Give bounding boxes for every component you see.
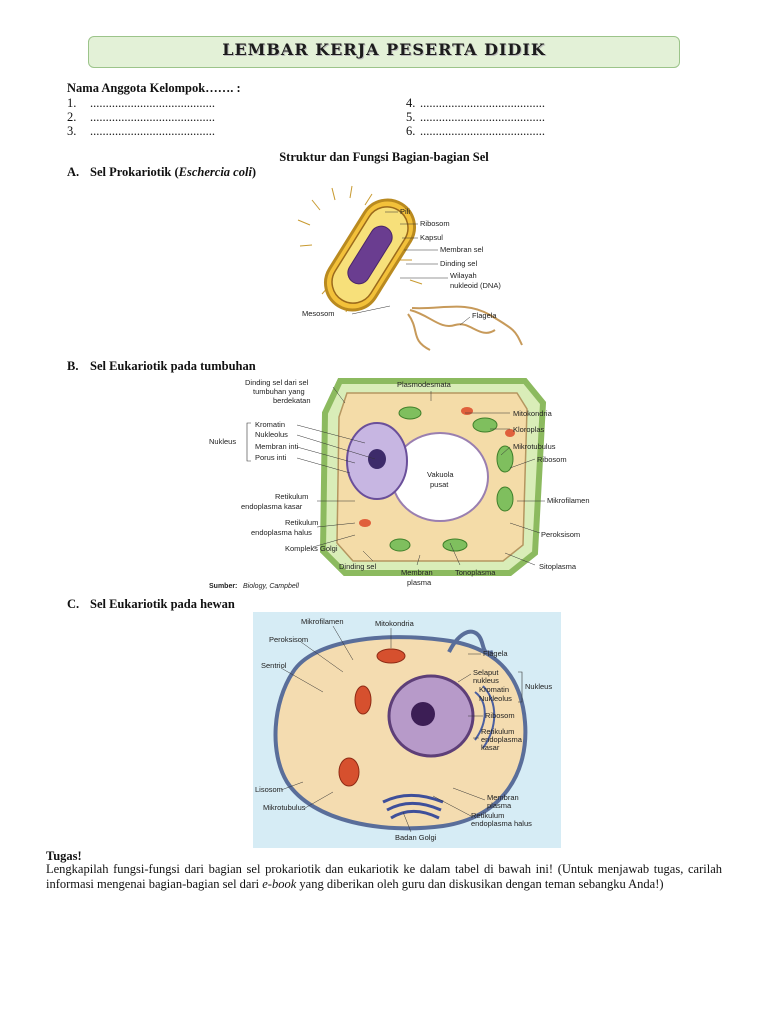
- section-a-heading: Sel Prokariotik (Eschercia coli): [90, 165, 256, 179]
- label-flagela-c: Flagela: [483, 649, 508, 658]
- label-dinding-sel-b: Dinding sel: [339, 562, 376, 571]
- label-peroksisom-b: Peroksisom: [541, 530, 580, 539]
- label-kromatin-b: Kromatin: [255, 420, 285, 429]
- section-a-letter: A.: [67, 165, 79, 179]
- section-a-species: Eschercia coli: [179, 165, 252, 179]
- member-2-number: 2.: [67, 110, 76, 124]
- task-paragraph: Lengkapilah fungsi-fungsi dari bagian se…: [46, 862, 722, 892]
- label-dinding-sel-berdekatan-2: tumbuhan yang: [253, 387, 305, 396]
- label-ribosom: Ribosom: [420, 219, 450, 228]
- member-3-blank: ........................................: [90, 124, 215, 138]
- member-5-number: 5.: [406, 110, 415, 124]
- label-tonoplasma: Tonoplasma: [455, 568, 496, 577]
- label-ribosom-c: Ribosom: [485, 711, 515, 720]
- member-3-number: 3.: [67, 124, 76, 138]
- label-membran-sel: Membran sel: [440, 245, 484, 254]
- label-vakuola-pusat: pusat: [430, 480, 449, 489]
- label-ribosom-b: Ribosom: [537, 455, 567, 464]
- nucleolus-shape: [368, 449, 386, 469]
- label-mikrotubulus: Mikrotubulus: [513, 442, 556, 451]
- label-membran-inti: Membran inti: [255, 442, 299, 451]
- task-ebook: e-book: [262, 877, 296, 891]
- worksheet-title: LEMBAR KERJA PESERTA DIDIK: [222, 40, 546, 59]
- label-re-kasar-1: Retikulum: [275, 492, 308, 501]
- label-kloroplas: Kloroplas: [513, 425, 545, 434]
- label-nukleolus-b: Nukleolus: [255, 430, 288, 439]
- label-re-halus-2: endoplasma halus: [251, 528, 312, 537]
- label-re-kasar-c-3: kasar: [481, 743, 500, 752]
- label-nukleus-c: Nukleus: [525, 682, 552, 691]
- label-sitoplasma: Sitoplasma: [539, 562, 577, 571]
- label-pili: Pili: [400, 207, 410, 216]
- section-a-close: ): [252, 165, 256, 179]
- label-peroksisom-c: Peroksisom: [269, 635, 308, 644]
- label-nukleus-b: Nukleus: [209, 437, 236, 446]
- label-flagela: Flagela: [472, 311, 497, 320]
- label-mitokondria: Mitokondria: [513, 409, 553, 418]
- label-kompleks-golgi: Kompleks Golgi: [285, 544, 338, 553]
- task-text-2: yang diberikan oleh guru dan diskusikan …: [296, 877, 663, 891]
- prokaryotic-cell-figure: Pili Ribosom Kapsul Membran sel Dinding …: [290, 180, 530, 355]
- animal-nucleolus-shape: [411, 702, 435, 726]
- label-dinding-sel-berdekatan-3: berdekatan: [273, 396, 311, 405]
- label-membran-plasma-c-2: plasma: [487, 801, 512, 810]
- label-mitokondria-c: Mitokondria: [375, 619, 415, 628]
- section-b-heading: Sel Eukariotik pada tumbuhan: [90, 359, 256, 373]
- label-wilayah: Wilayah: [450, 271, 477, 280]
- label-membran-plasma-b-1: Membran: [401, 568, 433, 577]
- label-re-halus-1: Retikulum: [285, 518, 318, 527]
- nucleus-bracket: [247, 423, 251, 461]
- label-porus-inti: Porus inti: [255, 453, 287, 462]
- section-c-letter: C.: [67, 597, 79, 611]
- label-dinding-sel-berdekatan-1: Dinding sel dari sel: [245, 378, 309, 387]
- member-4-blank: ........................................: [420, 96, 545, 110]
- label-plasmodesmata: Plasmodesmata: [397, 380, 452, 389]
- member-1-blank: ........................................: [90, 96, 215, 110]
- label-kapsul: Kapsul: [420, 233, 443, 242]
- label-nukleoid: nukleoid (DNA): [450, 281, 501, 290]
- label-re-kasar-2: endoplasma kasar: [241, 502, 303, 511]
- label-kromatin-c: Kromatin: [479, 685, 509, 694]
- section-a-label: Sel Prokariotik (: [90, 165, 179, 179]
- label-nukleolus-c: Nukleolus: [479, 694, 512, 703]
- label-membran-plasma-b-2: plasma: [407, 578, 432, 587]
- member-1-number: 1.: [67, 96, 76, 110]
- label-mikrotubulus-c: Mikrotubulus: [263, 803, 306, 812]
- animal-cell-figure: Mikrofilamen Mitokondria Peroksisom Sent…: [253, 612, 561, 848]
- group-members-label: Nama Anggota Kelompok……. :: [67, 81, 241, 95]
- member-5-blank: ........................................: [420, 110, 545, 124]
- plant-cell-figure: Dinding sel dari sel tumbuhan yang berde…: [205, 373, 605, 595]
- figure-b-source-text: Biology, Campbell: [243, 583, 299, 590]
- label-sentriol: Sentriol: [261, 661, 287, 670]
- member-4-number: 4.: [406, 96, 415, 110]
- worksheet-title-banner: LEMBAR KERJA PESERTA DIDIK: [88, 36, 680, 68]
- task-heading: Tugas!: [46, 849, 82, 863]
- label-vakuola: Vakuola: [427, 470, 454, 479]
- section-c-heading: Sel Eukariotik pada hewan: [90, 597, 235, 611]
- label-mikrofilamen-b: Mikrofilamen: [547, 496, 590, 505]
- label-badan-golgi: Badan Golgi: [395, 833, 437, 842]
- label-re-halus-c-2: endoplasma halus: [471, 819, 532, 828]
- label-mesosom: Mesosom: [302, 309, 335, 318]
- label-mikrofilamen-c: Mikrofilamen: [301, 617, 344, 626]
- figure-b-source-label: Sumber:: [209, 583, 237, 590]
- member-2-blank: ........................................: [90, 110, 215, 124]
- label-selaput-2: nukleus: [473, 676, 499, 685]
- main-title: Struktur dan Fungsi Bagian-bagian Sel: [0, 150, 768, 164]
- label-dinding-sel: Dinding sel: [440, 259, 477, 268]
- label-lisosom: Lisosom: [255, 785, 283, 794]
- member-6-blank: ........................................: [420, 124, 545, 138]
- section-b-letter: B.: [67, 359, 78, 373]
- member-6-number: 6.: [406, 124, 415, 138]
